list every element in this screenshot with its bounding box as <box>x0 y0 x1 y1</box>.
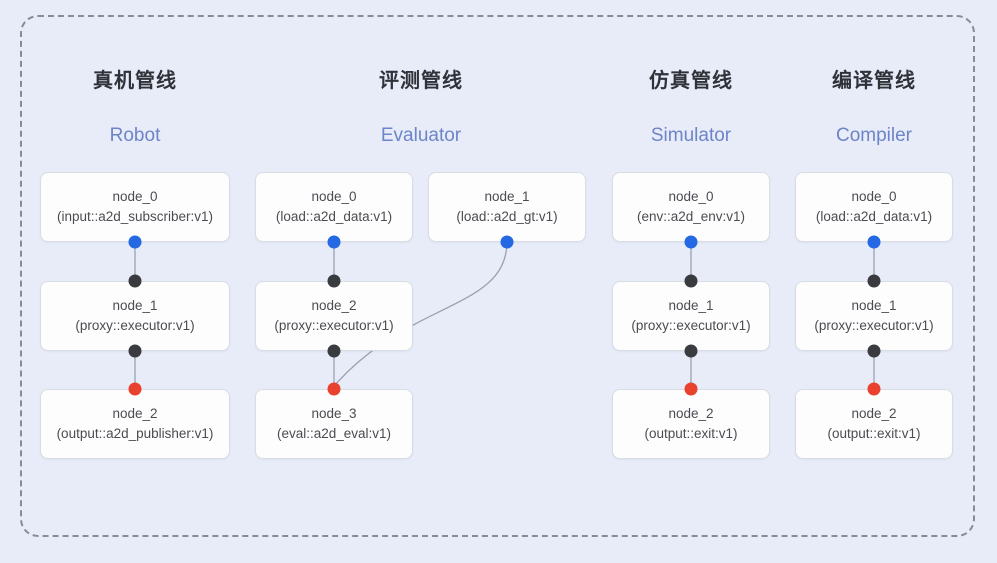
node-name: node_0 <box>668 189 714 204</box>
node-detail: (load::a2d_gt:v1) <box>456 209 558 224</box>
node-name: node_1 <box>484 189 530 204</box>
node-name: node_2 <box>668 406 714 421</box>
robot-title-zh: 真机管线 <box>93 70 177 92</box>
node-name: node_0 <box>851 189 897 204</box>
node-detail: (proxy::executor:v1) <box>274 318 394 333</box>
node-compiler-0: node_0 (load::a2d_data:v1) <box>795 172 953 242</box>
node-name: node_0 <box>311 189 357 204</box>
robot-title-en: Robot <box>109 125 161 146</box>
node-detail: (proxy::executor:v1) <box>75 318 195 333</box>
compiler-title-en: Compiler <box>835 125 913 146</box>
node-detail: (output::exit:v1) <box>827 426 921 441</box>
node-evaluator-1: node_1 (load::a2d_gt:v1) <box>428 172 586 242</box>
node-detail: (load::a2d_data:v1) <box>815 209 933 224</box>
node-detail: (proxy::executor:v1) <box>814 318 934 333</box>
node-detail: (input::a2d_subscriber:v1) <box>56 209 214 224</box>
node-robot-1: node_1 (proxy::executor:v1) <box>40 281 230 351</box>
node-detail: (output::a2d_publisher:v1) <box>56 426 214 441</box>
compiler-title-zh: 编译管线 <box>832 70 916 92</box>
node-name: node_1 <box>851 298 897 313</box>
node-detail: (eval::a2d_eval:v1) <box>276 426 392 441</box>
node-name: node_1 <box>668 298 714 313</box>
node-evaluator-2: node_2 (proxy::executor:v1) <box>255 281 413 351</box>
node-robot-2: node_2 (output::a2d_publisher:v1) <box>40 389 230 459</box>
node-detail: (proxy::executor:v1) <box>631 318 751 333</box>
evaluator-title-zh: 评测管线 <box>379 70 463 92</box>
node-detail: (load::a2d_data:v1) <box>275 209 393 224</box>
node-simulator-0: node_0 (env::a2d_env:v1) <box>612 172 770 242</box>
node-evaluator-0: node_0 (load::a2d_data:v1) <box>255 172 413 242</box>
node-compiler-2: node_2 (output::exit:v1) <box>795 389 953 459</box>
node-detail: (env::a2d_env:v1) <box>636 209 746 224</box>
simulator-title-zh: 仿真管线 <box>649 70 733 92</box>
dashed-border-frame <box>20 15 975 537</box>
evaluator-title-en: Evaluator <box>380 125 462 146</box>
simulator-title-en: Simulator <box>650 125 732 146</box>
node-robot-0: node_0 (input::a2d_subscriber:v1) <box>40 172 230 242</box>
node-evaluator-3: node_3 (eval::a2d_eval:v1) <box>255 389 413 459</box>
node-compiler-1: node_1 (proxy::executor:v1) <box>795 281 953 351</box>
node-name: node_1 <box>112 298 158 313</box>
node-name: node_3 <box>311 406 357 421</box>
node-simulator-2: node_2 (output::exit:v1) <box>612 389 770 459</box>
node-name: node_2 <box>851 406 897 421</box>
node-name: node_2 <box>112 406 158 421</box>
node-detail: (output::exit:v1) <box>644 426 738 441</box>
node-simulator-1: node_1 (proxy::executor:v1) <box>612 281 770 351</box>
node-name: node_0 <box>112 189 158 204</box>
node-name: node_2 <box>311 298 357 313</box>
